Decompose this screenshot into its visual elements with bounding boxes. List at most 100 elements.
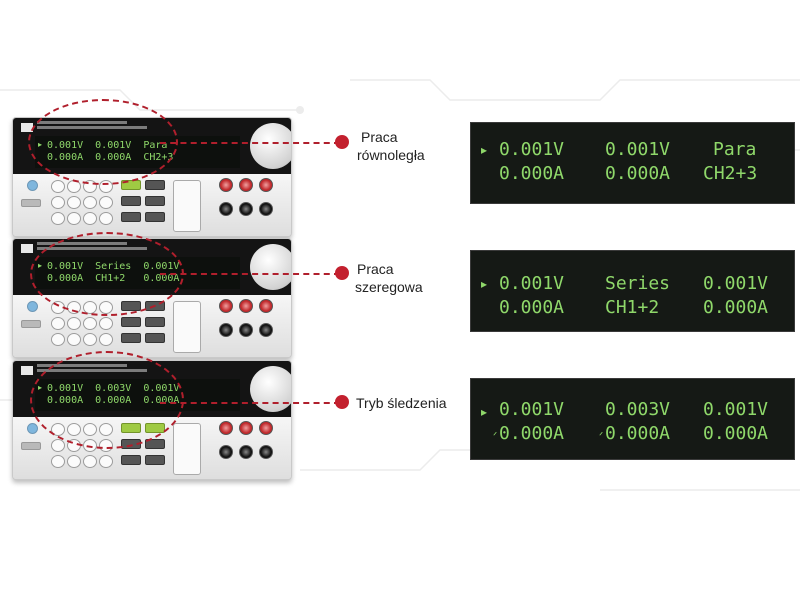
label-tracking-mode: Tryb śledzenia [356, 394, 447, 412]
zoom-mode-text: Series [605, 273, 671, 294]
keypad-key[interactable] [67, 212, 81, 225]
output-terminal-icon [239, 202, 253, 216]
keypad-key[interactable] [51, 180, 65, 193]
power-button-icon[interactable] [27, 301, 38, 312]
zoom-voltage-ch3: 0.001V [703, 273, 769, 294]
control-panel [13, 174, 291, 236]
function-button[interactable] [121, 212, 141, 222]
keypad-key[interactable] [83, 333, 97, 346]
keypad-key[interactable] [51, 317, 65, 330]
zoom-voltage-ch1: 0.001V [499, 399, 565, 420]
keypad-key[interactable] [83, 212, 97, 225]
output-terminal-icon [239, 323, 253, 337]
output-terminal-icon [239, 445, 253, 459]
keypad-key[interactable] [99, 455, 113, 468]
cursor-arrow-icon: ▸ [481, 143, 488, 157]
power-button-icon[interactable] [27, 180, 38, 191]
output-terminal-icon [219, 323, 233, 337]
keypad-key[interactable] [99, 317, 113, 330]
zoom-voltage-ch2: 0.001V [605, 139, 671, 160]
output-terminal-icon [239, 421, 253, 435]
zoom-current-ch1: 0.000A [499, 423, 565, 444]
zoom-current-ch2: 0.000A [605, 163, 671, 184]
output-terminal-icon [219, 299, 233, 313]
zoom-current-ch3: 0.000A [703, 297, 769, 318]
cursor-arrow-icon: ▸ [481, 277, 488, 291]
keypad-key[interactable] [99, 333, 113, 346]
brand-logo [21, 244, 33, 253]
zoomed-display-series: ▸ 0.001V Series 0.001V 0.000A CH1+2 0.00… [470, 250, 795, 332]
keypad-key[interactable] [67, 196, 81, 209]
label-line: Tryb śledzenia [356, 395, 447, 411]
output-terminal-icon [259, 299, 273, 313]
zoom-channel-text: CH1+2 [605, 297, 660, 318]
zoom-voltage-ch2: 0.003V [605, 399, 671, 420]
function-button[interactable] [145, 212, 165, 222]
keypad-key[interactable] [67, 455, 81, 468]
function-button[interactable] [145, 196, 165, 206]
zoomed-display-parallel: ▸ 0.001V 0.001V Para 0.000A 0.000A CH2+3 [470, 122, 795, 204]
power-switch[interactable] [21, 442, 41, 450]
function-button[interactable] [145, 333, 165, 343]
function-button[interactable] [145, 317, 165, 327]
function-button[interactable] [121, 333, 141, 343]
keypad-key[interactable] [51, 455, 65, 468]
zoom-voltage-ch3: 0.001V [703, 399, 769, 420]
arrow-keys[interactable] [173, 423, 201, 475]
keypad-key[interactable] [51, 439, 65, 452]
output-terminal-icon [259, 445, 273, 459]
output-terminal-icon [259, 323, 273, 337]
power-switch[interactable] [21, 320, 41, 328]
power-button-icon[interactable] [27, 423, 38, 434]
keypad-key[interactable] [83, 317, 97, 330]
output-terminal-icon [219, 445, 233, 459]
function-button[interactable] [145, 455, 165, 465]
label-line: Praca [357, 261, 394, 277]
function-button[interactable] [145, 180, 165, 190]
function-button[interactable] [121, 455, 141, 465]
keypad-key[interactable] [83, 455, 97, 468]
output-terminal-icon [259, 178, 273, 192]
zoom-current-ch3: 0.000A [703, 423, 769, 444]
arrow-keys[interactable] [173, 180, 201, 232]
keypad-key[interactable] [51, 333, 65, 346]
output-terminal-icon [259, 202, 273, 216]
label-parallel-mode: Praca równoległa [357, 128, 425, 164]
zoomed-display-tracking: ▸ 0.001V 0.003V 0.001V ᐟ 0.000A ᐟ 0.000A… [470, 378, 795, 460]
rotary-knob-icon[interactable] [250, 366, 291, 412]
output-terminal-icon [239, 178, 253, 192]
highlight-oval [28, 99, 178, 185]
callout-dot [335, 395, 349, 409]
arrow-keys[interactable] [173, 301, 201, 353]
output-terminal-icon [239, 299, 253, 313]
label-line: równoległa [357, 147, 425, 163]
zoom-current-ch1: 0.000A [499, 297, 565, 318]
function-button[interactable] [121, 317, 141, 327]
zoom-current-ch2: 0.000A [605, 423, 671, 444]
keypad-key[interactable] [99, 212, 113, 225]
keypad-key[interactable] [67, 317, 81, 330]
output-terminal-icon [259, 421, 273, 435]
function-button[interactable] [121, 196, 141, 206]
callout-line [160, 402, 340, 404]
keypad-key[interactable] [51, 196, 65, 209]
cursor-arrow-icon: ▸ [481, 405, 488, 419]
output-terminal-icon [219, 202, 233, 216]
keypad-key[interactable] [67, 333, 81, 346]
function-button[interactable] [145, 439, 165, 449]
keypad-key[interactable] [83, 196, 97, 209]
zoom-voltage-ch1: 0.001V [499, 139, 565, 160]
rotary-knob-icon[interactable] [250, 123, 291, 169]
label-series-mode: Praca szeregowa [355, 260, 423, 296]
tracking-marker-icon: ᐟ [493, 431, 498, 442]
zoom-channel-text: CH2+3 [703, 163, 758, 184]
keypad-key[interactable] [99, 196, 113, 209]
output-terminal-icon [219, 178, 233, 192]
callout-dot [335, 266, 349, 280]
keypad-key[interactable] [51, 212, 65, 225]
zoom-voltage-ch1: 0.001V [499, 273, 565, 294]
rotary-knob-icon[interactable] [250, 244, 291, 290]
brand-logo [21, 123, 33, 132]
zoom-mode-text: Para [713, 139, 757, 160]
power-switch[interactable] [21, 199, 41, 207]
